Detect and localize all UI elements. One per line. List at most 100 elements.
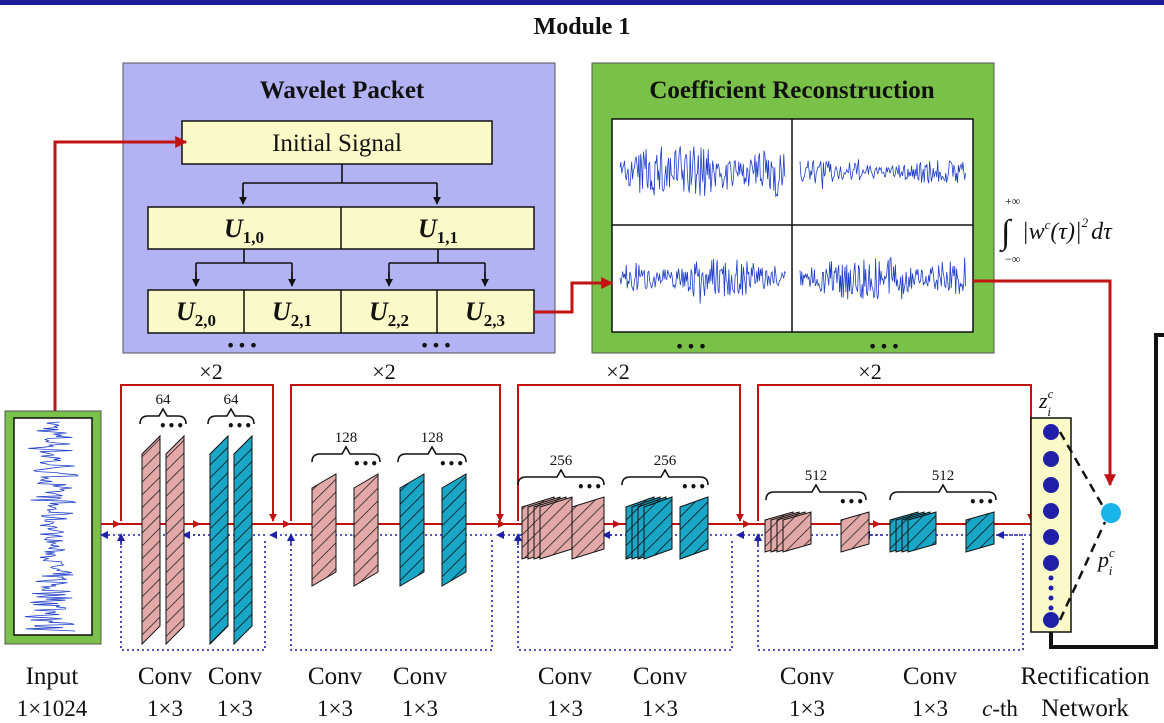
initial-signal-node (181, 120, 493, 165)
backward-path-2 (290, 534, 493, 651)
conv-label-8: Conv (903, 663, 958, 690)
top-border (0, 0, 1164, 5)
channel-ellipsis-6: ••• (681, 480, 707, 494)
channel-brace-6 (621, 468, 709, 486)
wavelet-packet-block: Wavelet Packet Initial Signal U1,0 U1,1 (122, 62, 556, 355)
conv-label-3: Conv (308, 663, 363, 690)
svg-text:U1,0: U1,0 (224, 214, 264, 247)
conv-kernel-label-8: 1×3 (912, 696, 948, 721)
input-waveform-trace (24, 421, 79, 632)
channel-count-5: 256 (550, 453, 573, 469)
channel-ellipsis-8: ••• (969, 495, 995, 509)
rect-ellipsis-dot-3 (1048, 595, 1054, 601)
rect-ellipsis-dot-1 (1048, 575, 1054, 581)
rect-ellipsis-dot-4 (1048, 605, 1054, 611)
channel-ellipsis-4: ••• (439, 457, 465, 471)
arrow-coefficient-to-output (973, 279, 1116, 487)
conv-label-1: Conv (138, 663, 193, 690)
rect-node-2 (1043, 451, 1059, 467)
wavelet-ellipsis-left: ••• (226, 336, 260, 355)
feature-map-5-layer-4 (539, 496, 573, 560)
rect-node-6 (1043, 555, 1059, 571)
integral-upper: +∞ (1005, 194, 1020, 208)
tree-connector-level1 (242, 164, 438, 202)
node-u11-sub: 1,1 (437, 228, 458, 247)
node-u10-symbol: U (224, 214, 244, 243)
channel-count-3: 128 (335, 430, 358, 446)
repeat-mark-4: ×2 (858, 359, 881, 384)
rectification-nodes (1043, 424, 1059, 628)
feature-map-2-layer-1 (209, 434, 229, 646)
feature-map-7-last (840, 511, 870, 553)
conv-kernel-label-1: 1×3 (147, 696, 183, 721)
tree-connector-right (388, 249, 486, 282)
rectification-label: Rectification (1020, 663, 1150, 690)
rectification-return-line (1049, 333, 1164, 649)
feature-map-7-layer-4 (782, 511, 812, 553)
channel-count-4: 128 (421, 430, 444, 446)
feature-map-6-last (679, 496, 709, 560)
wavelet-ellipsis-right: ••• (420, 336, 454, 355)
integral-sign: ∫ (999, 214, 1013, 253)
channel-ellipsis-3: ••• (353, 457, 379, 471)
coefficient-wave-2 (799, 159, 966, 190)
channel-ellipsis-5: ••• (577, 480, 603, 494)
cth-label: c-th (982, 696, 1018, 721)
tree-connector-left (195, 249, 293, 282)
skip-connection-1 (120, 384, 277, 522)
skip-connection-2 (290, 384, 504, 522)
feature-map-2-last (233, 434, 253, 646)
rect-node-5 (1043, 529, 1059, 545)
conv-label-2: Conv (208, 663, 263, 690)
node-u10: U1,0 (224, 214, 264, 247)
coefficient-wave-1 (619, 146, 786, 198)
conv-kernel-label-3: 1×3 (317, 696, 353, 721)
node-u11: U1,1 (418, 214, 458, 247)
conv-kernel-label-2: 1×3 (217, 696, 253, 721)
conv-kernel-label-5: 1×3 (547, 696, 583, 721)
node-u21: U2,1 (272, 297, 312, 330)
feature-map-3-last (353, 473, 379, 587)
rect-node-7 (1043, 612, 1059, 628)
coefficient-ellipsis-right: ••• (868, 337, 902, 356)
svg-text:U1,1: U1,1 (418, 214, 458, 247)
dashed-link-top (1058, 431, 1107, 511)
input-label: Input (26, 663, 79, 690)
channel-brace-2 (207, 407, 255, 425)
repeat-mark-2: ×2 (372, 359, 395, 384)
channel-brace-3 (311, 445, 381, 463)
feature-map-4-last (441, 473, 467, 587)
bottom-labels: Input 1×1024 Conv1×3Conv1×3Conv1×3Conv1×… (17, 663, 1150, 722)
channel-ellipsis-1: ••• (159, 419, 185, 433)
node-u23: U2,3 (465, 297, 505, 330)
node-u22: U2,2 (369, 297, 409, 330)
rect-ellipsis-dot-2 (1048, 585, 1054, 591)
conv-kernel-label-6: 1×3 (642, 696, 678, 721)
channel-brace-8 (889, 483, 997, 501)
feature-map-8-layer-4 (907, 511, 937, 553)
feature-map-1-layer-1 (141, 434, 161, 646)
conv-kernel-label-4: 1×3 (402, 696, 438, 721)
coefficient-wave-3 (619, 258, 786, 304)
channel-count-6: 256 (654, 453, 677, 469)
dashed-link-bottom (1058, 521, 1107, 621)
feature-map-6-layer-4 (643, 496, 673, 560)
channel-count-2: 64 (224, 392, 240, 408)
channel-ellipsis-2: ••• (227, 419, 253, 433)
repeat-mark-3: ×2 (606, 359, 629, 384)
arrow-wavelet-to-coefficient (534, 277, 614, 314)
feature-map-8-last (965, 511, 995, 553)
backward-path-3 (517, 534, 733, 651)
feature-map-1-last (165, 434, 185, 646)
channel-count-1: 64 (156, 392, 172, 408)
conv-label-7: Conv (780, 663, 835, 690)
channel-brace-7 (765, 483, 867, 501)
coefficient-wave-4 (799, 256, 966, 300)
output-node (1101, 503, 1121, 523)
conv-stages: ×2×2×2×264•••64•••128•••128•••256•••256•… (100, 359, 1035, 651)
channel-brace-5 (517, 468, 605, 486)
rect-node-4 (1043, 503, 1059, 519)
